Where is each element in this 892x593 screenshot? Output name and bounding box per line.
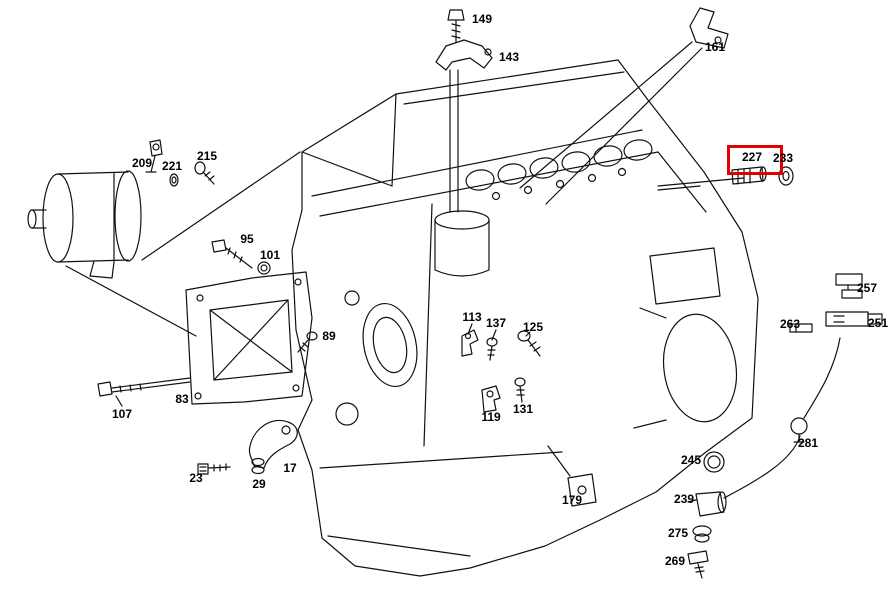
part-label-125: 125 [522,320,544,334]
plate-179-glyph [547,445,597,507]
bolt-215-glyph [194,161,206,175]
part-label-101: 101 [259,248,281,262]
part-label-29: 29 [252,477,266,491]
cylinder-head-ports [465,139,653,201]
arm-17-29-23-glyphs [197,419,298,475]
part-label-161: 161 [704,40,726,54]
part-label-245: 245 [680,453,702,467]
part-label-107: 107 [111,407,133,421]
bracket-119-131-glyphs [481,377,526,413]
washer-29-glyph [251,457,265,467]
part-label-281: 281 [797,436,819,450]
bolt-23-glyph [197,463,209,475]
part-label-269: 269 [664,554,686,568]
bolt-149-glyph [447,9,465,21]
bolt-89-glyph [297,331,318,353]
part-label-95: 95 [240,232,254,246]
part-label-113: 113 [462,310,482,324]
oring-245-glyph [703,451,725,473]
part-label-137: 137 [485,316,507,330]
part-label-23: 23 [189,471,203,485]
part-label-119: 119 [481,410,501,424]
part-label-17: 17 [283,461,297,475]
mount-bracket-83-glyph [97,239,313,407]
part-label-215: 215 [196,149,218,163]
flywheel-housing [633,247,738,429]
part-label-227: 227 [741,150,763,164]
part-label-221: 221 [161,159,183,173]
part-label-131: 131 [512,402,534,416]
sensor-239-glyph [695,491,725,517]
timing-cover-details [335,290,418,426]
bolt-269-glyph [687,550,709,565]
part-label-257: 257 [856,281,878,295]
breather-assembly [434,9,493,277]
engine-block-outline [141,59,759,577]
bracket-113-137-125-glyphs [461,323,541,361]
highlight-box-part-227 [727,145,783,175]
part-label-275: 275 [667,526,689,540]
part-label-209: 209 [131,156,153,170]
part-label-179: 179 [561,493,583,507]
part-label-143: 143 [498,50,520,64]
part-label-89: 89 [322,329,336,343]
connector-257-glyph [835,273,863,299]
part-label-251: 251 [867,316,889,330]
collar-275-glyph [692,525,712,537]
motor-glyph [27,170,197,337]
part-label-83: 83 [175,392,189,406]
part-label-239: 239 [673,492,695,506]
connector-251-263-glyph [789,311,883,333]
bolt-95-glyph [211,239,227,253]
washer-101-glyph [257,261,271,275]
bracket-161-glyph [519,7,729,205]
bolt-107-glyph [97,381,113,397]
parts-209-221-215-glyphs [145,139,215,187]
part-label-233: 233 [772,151,794,165]
clamp-281-glyph [790,417,808,435]
wire-sensor-assembly [687,337,841,579]
part-label-263: 263 [779,317,801,331]
clamp-143-glyph [435,39,493,71]
part-label-149: 149 [471,12,493,26]
